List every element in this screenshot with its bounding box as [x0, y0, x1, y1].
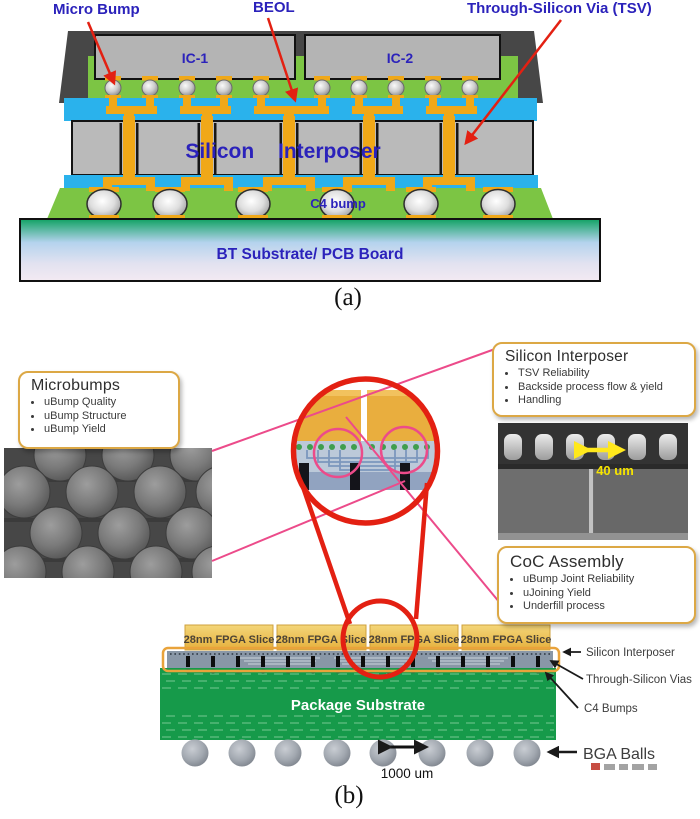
fpga-slice-label: 28nm FPGA Slice	[276, 634, 367, 646]
highlight-circle-right-icon	[379, 425, 429, 475]
watermark-fragment	[591, 763, 657, 770]
callout-item: TSV Reliability	[517, 367, 694, 381]
callout-item: Underfill process	[522, 600, 694, 614]
sem-interposer-image: 40 um	[498, 423, 688, 540]
funnel-line-icon	[413, 482, 430, 620]
ic2-label: IC-2	[387, 50, 414, 66]
callout-title: Silicon Interposer	[505, 348, 629, 365]
callout-item: uJoining Yield	[522, 587, 694, 601]
callout-item: uBump Joint Reliability	[522, 573, 694, 587]
bt-substrate	[19, 218, 601, 282]
c4-underfill-layer	[47, 188, 553, 219]
beol-arrow-icon	[266, 17, 299, 103]
callout-item: uBump Structure	[43, 410, 178, 424]
sem-microbumps-image	[4, 448, 212, 578]
callout-item: uBump Yield	[43, 423, 178, 437]
callout-silicon-interposer: Silicon Interposer TSV Reliability Backs…	[492, 342, 696, 417]
c4-bump-label: C4 bump	[310, 196, 366, 211]
callout-coc-assembly: CoC Assembly uBump Joint Reliability uJo…	[497, 546, 696, 624]
magnifier-circle-icon	[290, 376, 441, 526]
sem-dimension-label: 40 um	[596, 463, 634, 478]
callout-list: uBump Quality uBump Structure uBump Yiel…	[20, 396, 178, 437]
callout-item: Backside process flow & yield	[517, 381, 694, 395]
pointer-arrow-icon	[549, 660, 584, 680]
bga-ball-row	[181, 739, 541, 767]
tsv-arrow-icon	[464, 19, 562, 146]
callout-title: CoC Assembly	[510, 552, 624, 571]
label-micro-bump: Micro Bump	[53, 1, 140, 18]
ic2-chip	[304, 34, 501, 80]
package-substrate-label: Package Substrate	[291, 697, 425, 714]
callout-item: uBump Quality	[43, 396, 178, 410]
fpga-slice-label: 28nm FPGA Slice	[369, 634, 460, 646]
panel-a-diagram: Micro Bump BEOL Through-Silicon Via (TSV…	[19, 0, 652, 311]
fpga-slice-label: 28nm FPGA Slice	[184, 634, 275, 646]
funnel-line-icon	[300, 486, 353, 625]
highlight-circle-left-icon	[312, 427, 364, 479]
package-cross-section: 28nm FPGA Slice 28nm FPGA Slice 28nm FPG…	[160, 624, 561, 781]
pointer-labels: Silicon Interposer Through-Silicon Vias …	[544, 647, 692, 763]
fpga-slice-label: 28nm FPGA Slice	[461, 634, 552, 646]
pointer-label-interposer: Silicon Interposer	[586, 647, 675, 659]
callout-microbumps: Microbumps uBump Quality uBump Structure…	[18, 371, 180, 449]
pointer-label-bga: BGA Balls	[583, 746, 655, 763]
label-beol: BEOL	[253, 0, 295, 16]
bt-substrate-label: BT Substrate/ PCB Board	[217, 246, 404, 263]
caption-b: (b)	[334, 782, 363, 809]
pointer-label-c4: C4 Bumps	[584, 703, 638, 715]
zoom-source-ellipse-icon	[340, 598, 420, 680]
callout-list: TSV Reliability Backside process flow & …	[494, 367, 694, 408]
callout-title: Microbumps	[31, 377, 121, 394]
micro-bump-arrow-icon	[86, 21, 117, 86]
bga-pitch-label: 1000 um	[381, 766, 434, 781]
callout-item: Handling	[517, 394, 694, 408]
label-tsv: Through-Silicon Via (TSV)	[467, 0, 652, 17]
caption-a: (a)	[334, 284, 362, 311]
pointer-label-tsv: Through-Silicon Vias	[586, 674, 692, 686]
ic1-label: IC-1	[182, 50, 209, 66]
pointer-arrow-icon	[544, 671, 579, 709]
callout-list: uBump Joint Reliability uJoining Yield U…	[499, 573, 694, 614]
ic1-chip	[94, 34, 296, 80]
silicon-interposer-label: Silicon Interposer	[185, 140, 380, 163]
panel-b-diagram: 40 um	[4, 348, 692, 809]
